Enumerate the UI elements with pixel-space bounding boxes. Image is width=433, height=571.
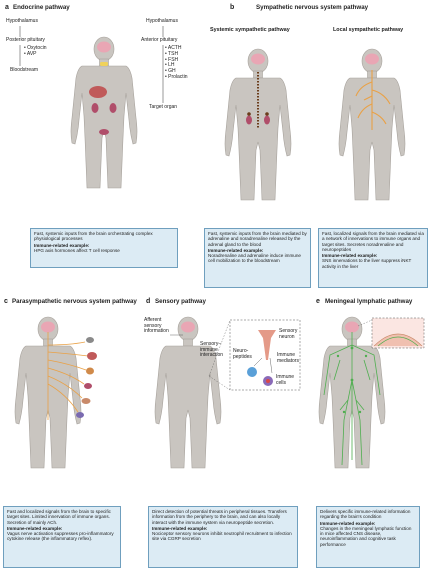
lymphatic-description: Delivers specific immune-related informa… (320, 509, 411, 520)
parasympathetic-description: Fast and localized signals from the brai… (7, 509, 111, 525)
anterior-pituitary-label: Anterior pituitary (141, 37, 178, 43)
lymphatic-example-text: Changes in the meningeal lymphatic funct… (320, 525, 412, 547)
sensory-neuron-shape (258, 330, 276, 360)
brain-e (345, 321, 359, 333)
sensory-immune-label: Sensory– immune interaction (200, 341, 224, 359)
afferent-line: Afferent (144, 317, 162, 323)
sympathetic-innervation-b (355, 70, 391, 130)
panel-e-letter: e (316, 298, 320, 305)
lymphatic-example-label: Immune-related example: (320, 520, 376, 526)
brain-b-systemic (251, 53, 265, 65)
hormone-item: • ACTH (165, 45, 182, 51)
systemic-example-label: Immune-related example: (208, 247, 264, 253)
neuropeptides-line: Neuro- (233, 348, 249, 354)
human-figure-d (154, 316, 222, 469)
anterior-hormone-list: • ACTH • TSH • FSH • LH • GH • Prolactin (165, 45, 188, 81)
sensory-immune-line: Sensory– (200, 341, 222, 347)
afferent-line: sensory (144, 322, 162, 329)
hormone-item: • LH (165, 62, 175, 69)
local-example-label: Immune-related example: (322, 253, 378, 259)
hypothalamus-left-label: Hypothalamus (6, 18, 38, 24)
kidney-right-a (109, 103, 117, 113)
endocrine-example-text: HPG axis hormones affect T cell response (34, 247, 120, 253)
kidney-right-b (264, 115, 270, 125)
neuropeptides-line: peptides (233, 353, 252, 360)
immune-mediators-line: mediators (277, 357, 299, 364)
hypothalamus-right-label: Hypothalamus (146, 18, 178, 24)
lymph-nodes-e (336, 346, 368, 414)
sensory-immune-line: immune (200, 346, 218, 353)
brain-d (181, 321, 195, 333)
hormone-item: • AVP (24, 50, 37, 57)
sensory-example-text: Nociceptor sensory neurons inhibit neutr… (152, 531, 292, 542)
adrenal-right-b (265, 112, 269, 116)
immune-mediators-line: Immune (277, 352, 296, 358)
kidney-left-b (246, 115, 252, 125)
panel-c-letter: c (4, 298, 8, 305)
immune-cells-label: Immune cells (276, 374, 295, 386)
local-description: Fast, localized signals from the brain m… (322, 231, 424, 252)
panel-b-letter: b (230, 4, 235, 11)
lymphatic-vessels-e (323, 332, 381, 466)
neuropeptides-label: Neuro- peptides (233, 348, 252, 360)
panel-a-title: Endocrine pathway (13, 4, 70, 11)
local-subtitle: Local sympathetic pathway (333, 27, 404, 33)
sensory-description: Direct detection of potential threats in… (152, 509, 287, 525)
sensory-neuron-line: Sensory (279, 328, 298, 334)
parasympathetic-example-text: Vagus nerve activation suppresses pro-in… (7, 531, 114, 542)
immune-cell-blue (247, 367, 257, 377)
panel-d-title: Sensory pathway (155, 298, 206, 305)
target-organs-c (76, 337, 97, 418)
systemic-example-text: Noradrenaline and adrenaline induce immu… (208, 253, 301, 264)
vagus-nerve-c (47, 332, 89, 420)
sensory-example-label: Immune-related example: (152, 525, 208, 531)
lymphatic-info-box: Delivers specific immune-related informa… (316, 506, 420, 568)
endocrine-description: Fast, systemic inputs from the brain orc… (34, 231, 153, 242)
sensory-immune-line: interaction (200, 352, 224, 359)
afferent-line: information (144, 328, 169, 335)
immune-mediators-label: Immune mediators (277, 352, 299, 364)
local-example-text: SNS innervations to the liver suppress i… (322, 258, 412, 269)
panel-b-title: Sympathetic nervous system pathway (256, 4, 369, 11)
brain-c (41, 321, 55, 333)
gonads-a (99, 129, 109, 135)
hormone-item: • Oxytocin (24, 45, 47, 51)
systemic-description: Fast, systemic inputs from the brain med… (208, 231, 307, 247)
endocrine-info-box: Fast, systemic inputs from the brain orc… (30, 228, 178, 268)
brain-b-local (365, 53, 379, 65)
panel-a-letter: a (5, 4, 9, 11)
posterior-pituitary-label: Posterior pituitary (6, 37, 45, 43)
sensory-neuron-line: neuron (279, 333, 295, 340)
parasympathetic-info-box: Fast and localized signals from the brai… (3, 506, 121, 568)
hormone-item: • TSH (165, 50, 179, 57)
panel-c-title: Parasympathetic nervous system pathway (12, 298, 137, 305)
target-organ-label: Target organ (149, 104, 178, 110)
hormone-item: • FSH (165, 56, 179, 63)
thyroid-a (100, 62, 108, 66)
sensory-neuron-label: Sensory neuron (279, 328, 298, 340)
liver-a (89, 86, 107, 98)
adrenal-left-b (247, 112, 251, 116)
human-figure-a (70, 36, 138, 189)
parasympathetic-example-label: Immune-related example: (7, 525, 63, 531)
bloodstream-label: Bloodstream (10, 67, 39, 73)
brain-a (97, 41, 111, 53)
hormone-item: • Prolactin (165, 73, 188, 80)
local-info-box: Fast, localized signals from the brain m… (318, 228, 428, 288)
systemic-info-box: Fast, systemic inputs from the brain med… (204, 228, 311, 288)
panel-d-letter: d (146, 298, 151, 305)
immune-cells-line: Immune (276, 374, 295, 380)
kidney-left-a (91, 103, 99, 113)
panel-e-title: Meningeal lymphatic pathway (325, 298, 413, 305)
immune-cells-line: cells (276, 379, 287, 386)
posterior-hormone-list: • Oxytocin • AVP (24, 45, 47, 58)
endocrine-arrows (19, 26, 164, 103)
systemic-subtitle: Systemic sympathetic pathway (210, 27, 290, 33)
sensory-info-box: Direct detection of potential threats in… (148, 506, 298, 568)
hormone-item: • GH (165, 68, 176, 75)
afferent-label: Afferent sensory information (144, 317, 169, 335)
endocrine-example-label: Immune-related example: (34, 242, 90, 248)
